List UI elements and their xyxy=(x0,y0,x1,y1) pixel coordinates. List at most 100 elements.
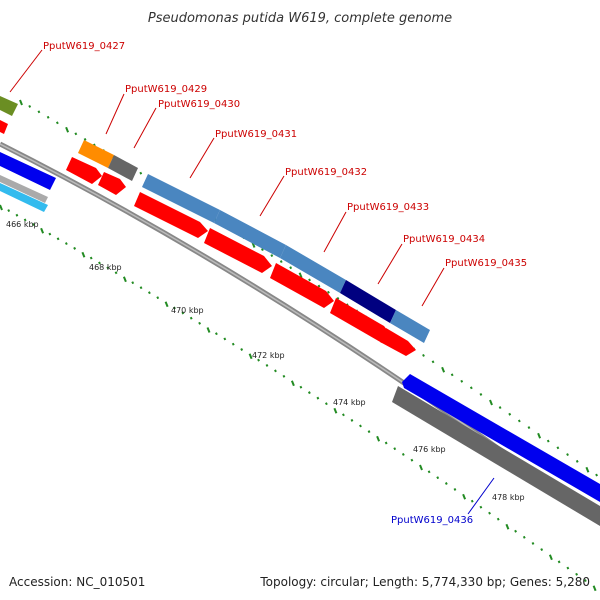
minor-tick xyxy=(56,237,60,241)
minor-tick xyxy=(359,424,362,428)
gene-label[interactable]: PputW619_0433 xyxy=(347,202,429,213)
minor-tick xyxy=(46,115,50,119)
major-tick xyxy=(298,272,303,279)
minor-tick xyxy=(517,419,521,423)
minor-tick xyxy=(508,412,512,416)
gene-label[interactable]: PputW619_0434 xyxy=(403,234,485,245)
feature-cyan-left[interactable] xyxy=(0,183,48,212)
feature-steelblue-3[interactable] xyxy=(280,245,346,293)
minor-tick xyxy=(469,386,473,390)
feature-red-1[interactable] xyxy=(66,157,102,184)
kbp-label: 466 kbp xyxy=(6,220,39,229)
minor-tick xyxy=(488,511,491,515)
minor-tick xyxy=(324,402,328,406)
gene-label[interactable]: PputW619_0432 xyxy=(285,167,367,178)
minor-tick xyxy=(307,391,311,395)
feature-gray-small[interactable] xyxy=(108,155,138,181)
minor-tick xyxy=(279,260,283,264)
minor-tick xyxy=(231,342,235,346)
minor-tick xyxy=(31,223,35,227)
minor-tick xyxy=(336,297,340,300)
feature-red-3[interactable] xyxy=(134,192,208,238)
feature-olive[interactable] xyxy=(0,96,18,116)
gene-label[interactable]: PputW619_0436 xyxy=(391,515,473,526)
map-title: Pseudomonas putida W619, complete genome xyxy=(148,11,452,26)
leader-0427 xyxy=(9,49,43,93)
feature-blue-large[interactable] xyxy=(402,374,600,502)
minor-tick xyxy=(514,529,517,533)
gene-label[interactable]: PputW619_0430 xyxy=(158,99,240,110)
minor-tick xyxy=(327,290,330,294)
minor-tick xyxy=(575,459,579,463)
leader-0431 xyxy=(189,137,215,179)
topology-text: Topology: circular; Length: 5,774,330 bp… xyxy=(260,575,590,589)
major-tick xyxy=(537,432,542,439)
major-tick xyxy=(548,554,553,561)
gene-label[interactable]: PputW619_0431 xyxy=(215,129,297,140)
feature-orange[interactable] xyxy=(78,140,114,168)
minor-tick xyxy=(540,548,544,551)
minor-tick xyxy=(83,137,87,141)
kbp-label: 470 kbp xyxy=(171,306,204,315)
minor-tick xyxy=(436,476,440,480)
minor-tick xyxy=(427,470,431,474)
gene-label[interactable]: PputW619_0429 xyxy=(125,84,207,95)
minor-tick xyxy=(546,439,550,443)
feature-steelblue-1[interactable] xyxy=(142,174,220,223)
feature-red-5[interactable] xyxy=(270,263,334,308)
major-tick xyxy=(441,366,446,373)
major-tick xyxy=(462,493,467,500)
leader-0432 xyxy=(259,175,285,217)
minor-tick xyxy=(198,321,201,325)
minor-tick xyxy=(401,453,405,456)
minor-tick xyxy=(74,132,78,136)
feature-red-7[interactable] xyxy=(380,328,416,356)
minor-tick xyxy=(367,430,371,434)
accession-text: Accession: NC_010501 xyxy=(9,575,146,589)
leader-0434 xyxy=(377,243,403,285)
minor-tick xyxy=(181,311,185,315)
minor-tick xyxy=(240,348,244,351)
minor-tick xyxy=(223,337,227,341)
kbp-label: 472 kbp xyxy=(252,351,285,360)
gene-label[interactable]: PputW619_0435 xyxy=(445,258,527,269)
kbp-label: 474 kbp xyxy=(333,398,366,407)
feature-gray-large[interactable] xyxy=(392,386,600,526)
minor-tick xyxy=(531,541,535,545)
feature-steelblue-4[interactable] xyxy=(390,310,430,343)
kbp-label: 476 kbp xyxy=(413,445,446,454)
minor-tick xyxy=(257,358,260,362)
feature-blue-left[interactable] xyxy=(0,152,56,190)
leader-lines xyxy=(9,49,495,515)
minor-tick xyxy=(274,369,277,373)
gene-label[interactable]: PputW619_0427 xyxy=(43,41,125,52)
minor-tick xyxy=(350,418,354,422)
feature-steelblue-2[interactable] xyxy=(214,210,286,258)
minor-tick xyxy=(316,396,320,400)
minor-tick xyxy=(15,213,19,217)
minor-tick xyxy=(189,316,193,320)
minor-tick xyxy=(282,374,286,378)
feature-red-2[interactable] xyxy=(98,172,126,195)
major-tick xyxy=(505,523,510,530)
feature-red-left[interactable] xyxy=(0,120,8,134)
minor-tick xyxy=(342,413,345,417)
major-tick xyxy=(376,435,381,442)
feature-red-6[interactable] xyxy=(330,298,392,343)
feature-navy[interactable] xyxy=(340,280,396,323)
feature-gray-left[interactable] xyxy=(0,175,48,203)
kbp-label: 478 kbp xyxy=(492,493,525,502)
minor-tick xyxy=(522,535,526,539)
minor-tick xyxy=(48,232,52,236)
minor-tick xyxy=(106,266,110,270)
major-tick xyxy=(419,464,423,471)
minor-tick xyxy=(98,261,101,265)
leader-0435 xyxy=(421,267,445,307)
minor-tick xyxy=(470,499,474,503)
minor-tick xyxy=(131,281,135,285)
minor-tick xyxy=(566,453,569,457)
minor-tick xyxy=(7,209,11,213)
gene-labels: PputW619_0427 PputW619_0429 PputW619_043… xyxy=(43,41,527,526)
minor-tick xyxy=(139,286,143,290)
feature-red-4[interactable] xyxy=(204,228,272,273)
